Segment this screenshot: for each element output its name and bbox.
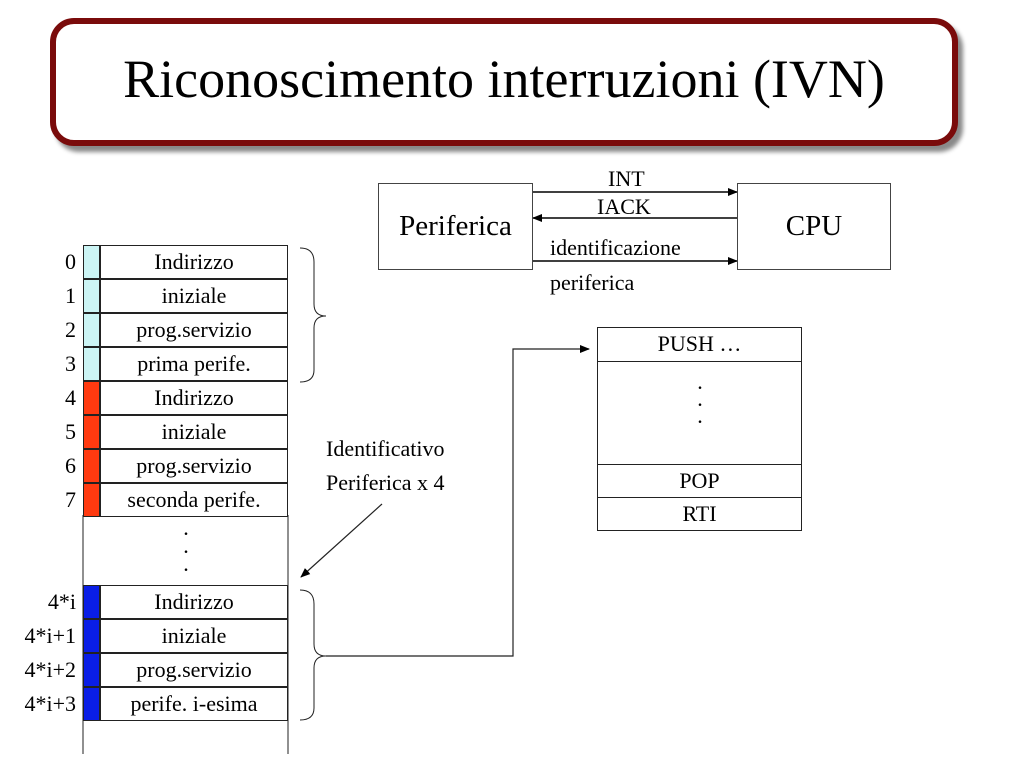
table-cell: prog.servizio [100,449,288,483]
table-cell: Indirizzo [100,245,288,279]
table-cell: iniziale [100,279,288,313]
table-cell: seconda perife. [100,483,288,517]
color-swatch [83,313,100,347]
periferica-box: Periferica [378,183,533,270]
page-title: Riconoscimento interruzioni (IVN) [123,49,885,109]
periferica-id-label: periferica [550,270,635,295]
periferica-label: Periferica [399,210,512,242]
title-box: Riconoscimento interruzioni (IVN) [50,18,958,146]
row-index: 2 [65,317,76,342]
routine-body [597,361,802,465]
row-index: 5 [65,419,76,444]
color-swatch [83,381,100,415]
row-index: 4*i+3 [24,691,76,716]
table-cell: iniziale [100,619,288,653]
int-label: INT [608,166,645,191]
color-swatch [83,347,100,381]
table-cell: prima perife. [100,347,288,381]
color-swatch [83,653,100,687]
identificazione-label: identificazione [550,235,681,260]
routine-link-arrow [326,345,590,657]
color-swatch [83,687,100,721]
row-index: 1 [65,283,76,308]
table-cell: perife. i-esima [100,687,288,721]
ellipsis-dot: . [697,369,703,394]
iack-label: IACK [597,194,651,219]
ellipsis-dot: . [183,551,189,576]
row-index: 0 [65,249,76,274]
color-swatch [83,483,100,517]
brace-bottom [299,589,327,721]
ellipsis-dot: . [697,403,703,428]
row-index: 4*i [47,589,76,614]
color-swatch [83,585,100,619]
color-swatch [83,449,100,483]
push-cell: PUSH … [597,327,802,362]
row-index: 4*i+1 [24,623,76,648]
ellipsis-dot: . [697,386,703,411]
cpu-label: CPU [785,210,843,242]
color-swatch [83,415,100,449]
identificativo-label: Identificativo [326,436,445,461]
row-index: 4*i+2 [24,657,76,682]
periferica-x4-label: Periferica x 4 [326,470,445,495]
table-cell: prog.servizio [100,653,288,687]
ellipsis-dot: . [183,515,189,540]
ellipsis-dot: . [183,533,189,558]
color-swatch [83,619,100,653]
table-cell: iniziale [100,415,288,449]
identificativo-arrow [300,503,383,578]
row-index: 4 [65,385,76,410]
row-index: 7 [65,487,76,512]
brace-top [299,247,327,383]
pop-cell: POP [597,464,802,498]
color-swatch [83,245,100,279]
table-cell: Indirizzo [100,585,288,619]
cpu-box: CPU [737,183,891,270]
table-cell: prog.servizio [100,313,288,347]
color-swatch [83,279,100,313]
row-index: 6 [65,453,76,478]
table-cell: Indirizzo [100,381,288,415]
rti-cell: RTI [597,497,802,531]
row-index: 3 [65,351,76,376]
